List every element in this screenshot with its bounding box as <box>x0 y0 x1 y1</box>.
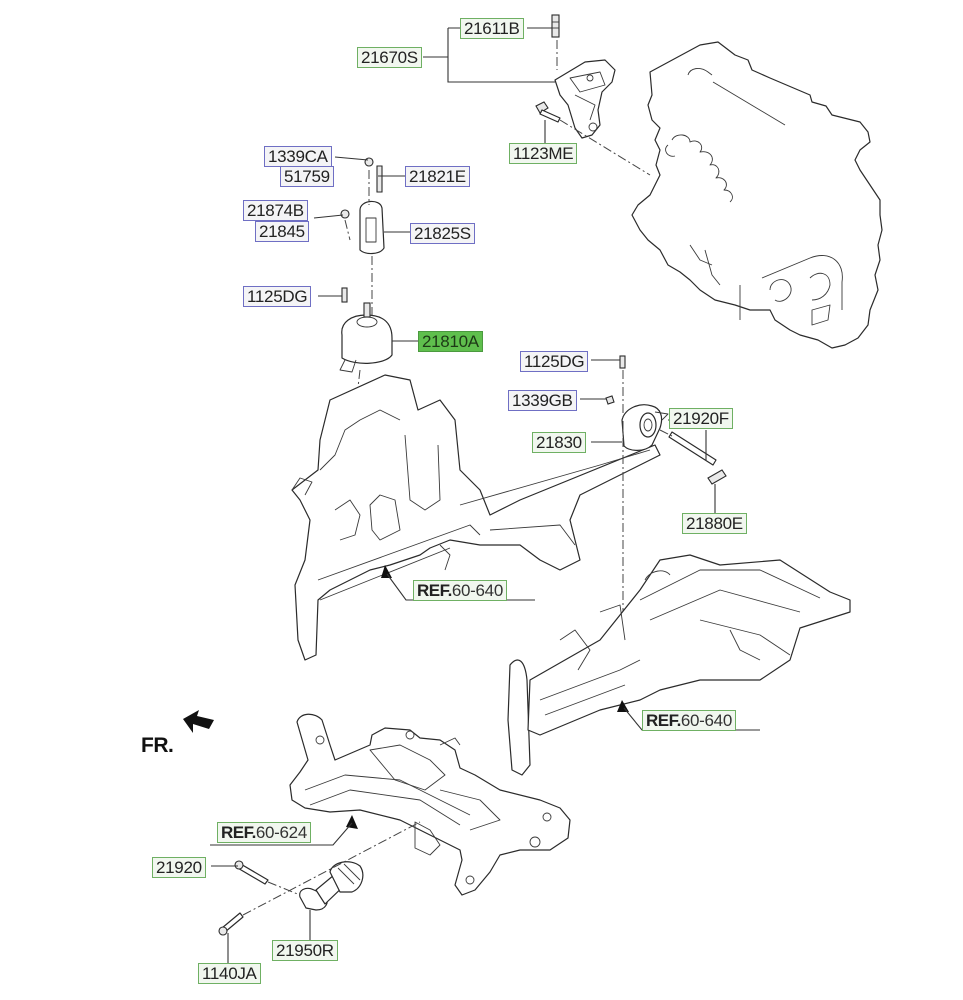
part-label-21920[interactable]: 21920 <box>152 857 206 878</box>
part-label-21830[interactable]: 21830 <box>532 432 586 453</box>
reference-arrow-icon <box>617 700 629 712</box>
reference-label-right-rail[interactable]: REF.60-640 <box>642 710 736 731</box>
part-label-1125DG-left[interactable]: 1125DG <box>243 286 312 307</box>
part-label-1339GB[interactable]: 1339GB <box>508 390 577 411</box>
engine-mount-insulator <box>339 287 393 373</box>
engine-mount-bracket <box>340 157 385 255</box>
part-label-21880E[interactable]: 21880E <box>682 513 747 534</box>
reference-number: 60-640 <box>451 581 503 600</box>
reference-label-subframe[interactable]: REF.60-624 <box>217 822 311 843</box>
part-label-21825S[interactable]: 21825S <box>410 223 475 244</box>
leader-lines <box>211 27 716 963</box>
front-direction-label: FR. <box>141 734 174 757</box>
part-label-51759[interactable]: 51759 <box>280 166 334 187</box>
part-label-21670S[interactable]: 21670S <box>357 47 422 68</box>
part-label-1339CA[interactable]: 1339CA <box>264 146 332 167</box>
left-side-member <box>291 374 661 661</box>
reference-arrow-icon <box>381 565 392 578</box>
transmission-mount <box>605 355 727 485</box>
part-label-21821E[interactable]: 21821E <box>405 166 470 187</box>
part-label-1123ME[interactable]: 1123ME <box>509 143 578 164</box>
reference-label-left-rail[interactable]: REF.60-640 <box>413 580 507 601</box>
reference-prefix: REF. <box>417 581 452 600</box>
right-side-member <box>507 554 851 776</box>
reference-prefix: REF. <box>221 823 256 842</box>
reference-arrow-icon <box>346 815 358 829</box>
engine-bracket <box>535 14 616 139</box>
part-label-21810A[interactable]: 21810A <box>418 331 483 352</box>
front-subframe <box>289 713 571 896</box>
engine-block <box>631 41 883 349</box>
reference-prefix: REF. <box>646 711 681 730</box>
reference-number: 60-640 <box>680 711 732 730</box>
part-label-1140JA[interactable]: 1140JA <box>198 963 261 984</box>
part-label-21920F[interactable]: 21920F <box>669 408 733 429</box>
part-label-21845[interactable]: 21845 <box>255 221 309 242</box>
roll-rod-mount <box>218 860 364 936</box>
part-label-21874B[interactable]: 21874B <box>243 200 308 221</box>
front-direction-arrow-icon <box>183 710 214 733</box>
part-label-21950R[interactable]: 21950R <box>272 940 338 961</box>
part-label-1125DG-right[interactable]: 1125DG <box>520 351 589 372</box>
part-label-21611B[interactable]: 21611B <box>460 18 524 39</box>
reference-number: 60-624 <box>255 823 307 842</box>
